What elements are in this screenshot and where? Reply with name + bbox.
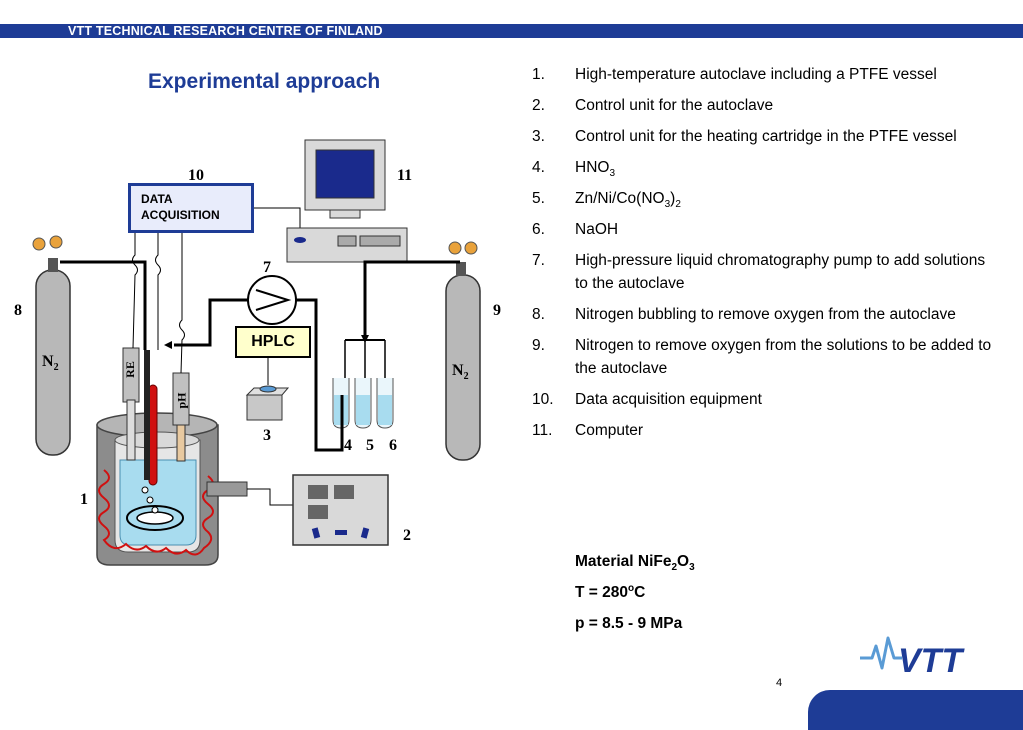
- list-item: 10.Data acquisition equipment: [532, 391, 762, 408]
- label-8: 8: [14, 302, 22, 319]
- hplc-label: HPLC: [235, 326, 311, 358]
- n2-label-right: N2: [452, 362, 469, 383]
- label-11: 11: [397, 167, 413, 184]
- label-2: 2: [403, 527, 411, 544]
- working-electrode: [144, 350, 150, 480]
- list-item: 3.Control unit for the heating cartridge…: [532, 128, 957, 145]
- component-list: 1.High-temperature autoclave including a…: [532, 63, 1002, 450]
- pressure-spec: p = 8.5 - 9 MPa: [575, 615, 683, 632]
- experimental-setup-diagram: [32, 139, 481, 566]
- list-item: 2.Control unit for the autoclave: [532, 97, 774, 114]
- list-item: 8.Nitrogen bubbling to remove oxygen fro…: [532, 306, 956, 323]
- daq-label-line2: ACQUISITION: [141, 208, 220, 222]
- reference-electrode: [122, 347, 140, 461]
- label-1: 1: [80, 491, 88, 508]
- vtt-logo: VTT: [860, 636, 965, 676]
- nitrogen-cylinder-left: [32, 235, 71, 456]
- hplc-pump: [247, 275, 297, 325]
- page-number: 4: [776, 677, 783, 689]
- autoclave-control-unit: [206, 474, 389, 546]
- data-acquisition-box: DATA ACQUISITION: [128, 183, 254, 233]
- daq-label-line1: DATA: [141, 192, 173, 206]
- nitrogen-cylinder-right: [445, 241, 481, 461]
- label-7: 7: [263, 259, 271, 276]
- label-9: 9: [493, 302, 501, 319]
- list-item: 5.Zn/Ni/Co(NO3)2: [532, 190, 681, 211]
- n2-label-left: N2: [42, 353, 59, 374]
- label-10: 10: [188, 167, 204, 184]
- temperature-spec: T = 280oC: [575, 582, 646, 601]
- list-item: 7.High-pressure liquid chromatography pu…: [532, 252, 986, 292]
- heater-cartridge: [148, 384, 158, 486]
- list-item: 1.High-temperature autoclave including a…: [532, 66, 937, 83]
- footer-band: [808, 690, 1023, 730]
- ph-electrode: [172, 372, 190, 462]
- header-bar: VTT TECHNICAL RESEARCH CENTRE OF FINLAND: [0, 24, 1023, 38]
- list-item: 11.Computer: [532, 422, 644, 439]
- re-electrode-label: RE: [122, 361, 137, 378]
- label-6: 6: [389, 437, 397, 454]
- ph-electrode-label: pH: [174, 392, 189, 409]
- list-item: 9.Nitrogen to remove oxygen from the sol…: [532, 337, 992, 377]
- slide-title: Experimental approach: [148, 70, 381, 93]
- list-item: 6.NaOH: [532, 221, 619, 238]
- label-5: 5: [366, 437, 374, 454]
- svg-text:VTT: VTT: [898, 642, 965, 676]
- experiment-specs: Material NiFe2O3 T = 280oC p = 8.5 - 9 M…: [575, 550, 695, 643]
- heater-control-unit: [245, 385, 290, 421]
- label-3: 3: [263, 427, 271, 444]
- computer: [286, 139, 408, 263]
- material-spec: Material NiFe2O3: [575, 553, 695, 574]
- list-item: 4.HNO3: [532, 159, 616, 180]
- organization-name: VTT TECHNICAL RESEARCH CENTRE OF FINLAND: [62, 24, 389, 38]
- label-4: 4: [344, 437, 352, 454]
